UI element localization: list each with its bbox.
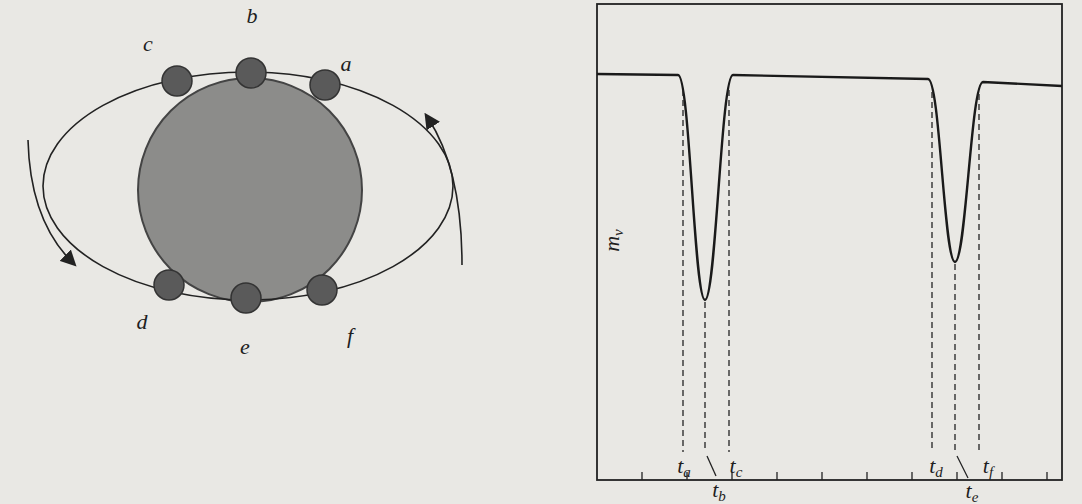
time-label: te <box>966 480 979 504</box>
time-label: tf <box>983 455 993 480</box>
orbit-direction-arrow <box>28 140 72 262</box>
axis-label: mv <box>601 229 626 252</box>
time-label: tb <box>712 479 726 504</box>
position-label: b <box>247 5 258 27</box>
position-label: c <box>143 33 153 55</box>
position-label: a <box>341 53 352 75</box>
time-label: tc <box>730 455 743 480</box>
time-label: ta <box>677 455 691 480</box>
large-star <box>138 78 362 302</box>
position-label: d <box>137 311 148 333</box>
orbit <box>43 72 453 300</box>
orbit-direction-arrow <box>428 118 462 265</box>
time-label: td <box>929 455 943 480</box>
position-label: e <box>240 336 250 358</box>
small-star-positions <box>154 58 340 313</box>
light-curve-plot <box>597 4 1062 480</box>
position-label: f <box>347 325 353 347</box>
